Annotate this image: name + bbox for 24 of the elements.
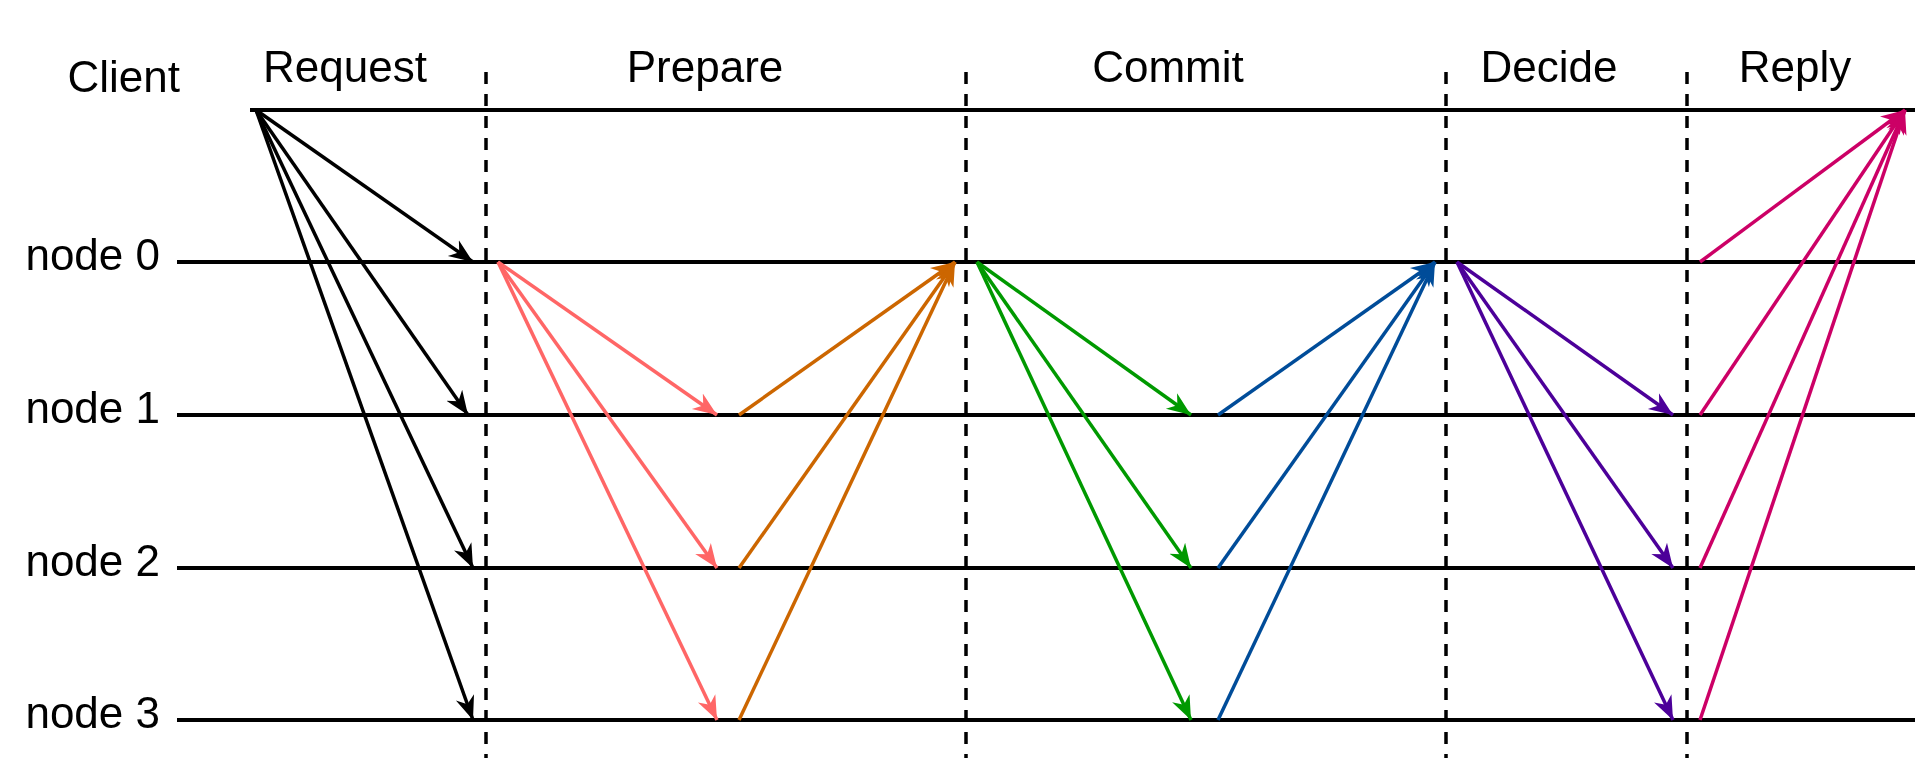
message-arrow xyxy=(1698,109,1907,721)
message-arrow xyxy=(737,261,957,721)
phase-label: Commit xyxy=(1092,42,1244,92)
message-arrow xyxy=(738,260,956,417)
participant-label: node 2 xyxy=(25,536,160,586)
phase-label: Request xyxy=(263,42,427,92)
participant-label: node 1 xyxy=(25,383,160,433)
phase-label: Reply xyxy=(1738,42,1852,92)
participant-label: node 0 xyxy=(25,230,160,280)
phase-label: Prepare xyxy=(626,42,784,92)
message-arrow xyxy=(496,261,719,721)
message-arrow xyxy=(497,260,718,417)
message-arrow xyxy=(1455,261,1675,721)
message-arrow xyxy=(975,261,1193,721)
participant-label: Client xyxy=(67,52,180,102)
message-arrow xyxy=(1216,261,1437,721)
message-arrow xyxy=(1698,108,1907,264)
message-arrow xyxy=(1698,109,1907,569)
participant-label: node 3 xyxy=(25,688,160,738)
message-arrow xyxy=(1456,260,1674,417)
message-arrow xyxy=(1217,260,1436,417)
phase-label: Decide xyxy=(1480,42,1618,92)
message-arrow xyxy=(254,109,475,721)
message-arrow xyxy=(976,260,1192,417)
